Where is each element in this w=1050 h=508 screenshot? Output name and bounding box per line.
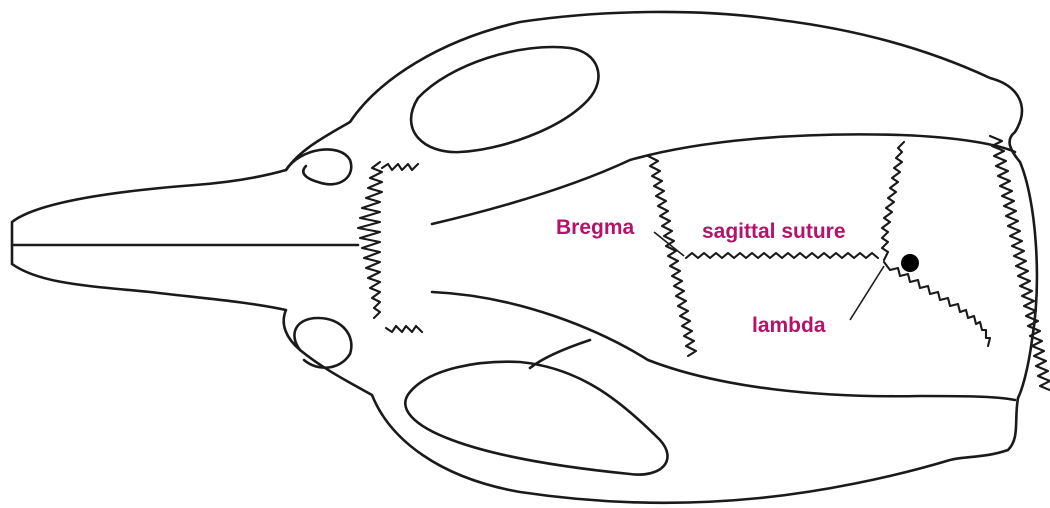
frontonasal-suture-upper-wing bbox=[382, 164, 418, 170]
sagittal-suture bbox=[686, 253, 878, 258]
frontonasal-suture bbox=[358, 162, 382, 318]
upper-ridge bbox=[432, 134, 1015, 224]
lower-orbit bbox=[405, 362, 667, 475]
lambdoid-suture-lower bbox=[884, 262, 990, 346]
frontonasal-suture-lower-wing bbox=[386, 326, 422, 332]
lambdoid-suture-upper bbox=[882, 142, 904, 260]
lambda-label: lambda bbox=[752, 314, 826, 337]
upper-orbit bbox=[411, 47, 598, 152]
skull-outline bbox=[12, 12, 1037, 503]
sagittal-suture-label: sagittal suture bbox=[702, 220, 846, 243]
bregma-label: Bregma bbox=[556, 216, 635, 239]
lambda-dot bbox=[901, 254, 919, 272]
lambda-leader bbox=[850, 266, 884, 320]
lower-notch bbox=[294, 318, 351, 368]
bregma-leader bbox=[654, 232, 684, 256]
lower-ridge bbox=[432, 292, 1015, 400]
interparietal-suture bbox=[990, 136, 1050, 391]
upper-notch bbox=[286, 149, 351, 184]
